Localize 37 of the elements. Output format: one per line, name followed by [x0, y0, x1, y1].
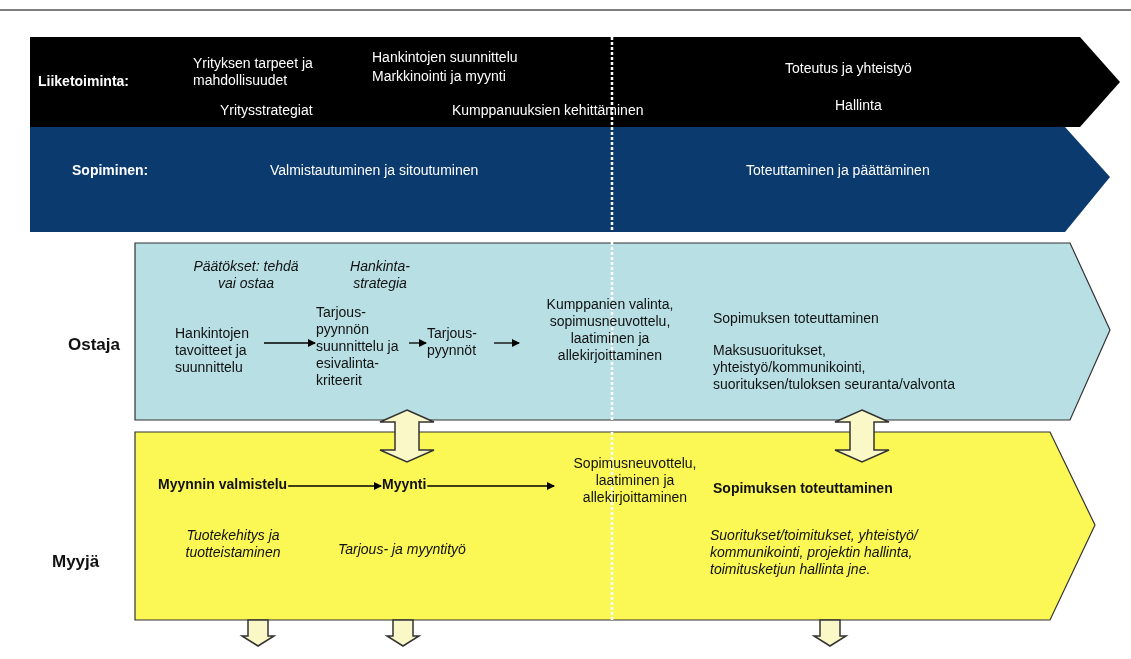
italic-note: Suoritukset/toimitukset, yhteistyö/ kommunikointi, projektin hallinta, toimitusketjun hallinta jne.	[710, 527, 920, 578]
row-heading: Myyjä	[52, 553, 101, 570]
arrow	[493, 339, 520, 347]
arrow	[287, 482, 382, 490]
italic-note: Päätökset: tehdä vai ostaa	[192, 258, 300, 292]
phase-text: Sopimuksen toteuttaminen	[713, 310, 880, 327]
band-text: Yrityksen tarpeet ja mahdollisuudet	[193, 55, 314, 89]
band-text: Markkinointi ja myynti	[372, 68, 507, 85]
arrow	[426, 482, 555, 490]
italic-note: Hankinta- strategia	[349, 258, 411, 292]
row-heading: Ostaja	[68, 336, 121, 353]
step-heading: Myynti	[382, 476, 427, 493]
band-text: Hallinta	[835, 97, 883, 114]
double-block-arrow	[834, 409, 890, 463]
block-arrow	[811, 619, 849, 647]
block-arrow	[239, 619, 277, 647]
band-text: Toteutus ja yhteistyö	[785, 60, 913, 77]
band-text: Hankintojen suunnittelu	[372, 49, 519, 66]
block-arrow	[384, 619, 422, 647]
step-text: Hankintojen tavoitteet ja suunnittelu	[175, 325, 263, 376]
step-heading: Myynnin valmistelu	[158, 476, 288, 493]
step-text: Tarjous- pyynnöt	[427, 325, 493, 359]
band-title: Liiketoiminta:	[38, 73, 130, 90]
band-text: Valmistautuminen ja sitoutuminen	[270, 162, 480, 179]
phase-heading: Sopimuksen toteuttaminen	[713, 480, 894, 497]
step-text: Kumppanien valinta, sopimusneuvottelu, laatiminen ja allekirjoittaminen	[520, 296, 700, 364]
arrow	[408, 339, 427, 347]
italic-note: Tuotekehitys ja tuotteistaminen	[184, 527, 282, 561]
step-text: Tarjous- pyynnön suunnittelu ja esivalinta- kriteerit	[316, 304, 408, 389]
italic-note: Tarjous- ja myyntityö	[338, 541, 467, 558]
band-title: Sopiminen:	[72, 162, 150, 179]
phase-text: Maksusuoritukset, yhteistyö/kommunikointi, suorituksen/tuloksen seuranta/valvonta	[713, 342, 957, 393]
arrow	[263, 339, 316, 347]
double-block-arrow	[379, 409, 435, 463]
band-text: Yritysstrategiat	[220, 102, 314, 119]
band-text: Kumppanuuksien kehittäminen	[452, 102, 645, 119]
band-text: Toteuttaminen ja päättäminen	[746, 162, 931, 179]
